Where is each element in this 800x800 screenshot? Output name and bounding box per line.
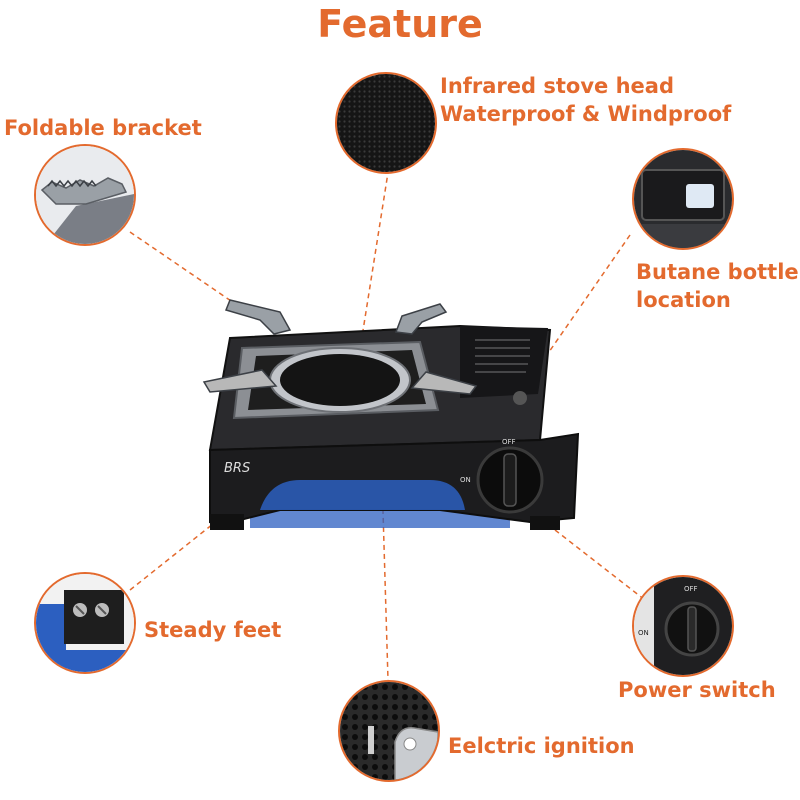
steady-feet-icon xyxy=(36,574,134,672)
feet-detail xyxy=(34,572,136,674)
bracket-front-left xyxy=(202,369,278,393)
infrared-head-detail xyxy=(335,72,437,174)
connector-power xyxy=(554,529,646,601)
label-plate xyxy=(460,326,548,398)
butane-compartment-icon xyxy=(634,150,732,248)
power-label: Power switch xyxy=(618,678,776,702)
page-title: Feature xyxy=(317,2,483,46)
bracket-label: Foldable bracket xyxy=(4,116,202,140)
infrared-burner xyxy=(280,354,400,406)
butane-window xyxy=(513,391,527,405)
stove-knob-off-text: OFF xyxy=(502,438,516,446)
bracket-icon xyxy=(36,146,134,244)
foot-left xyxy=(210,514,244,530)
bracket-detail xyxy=(34,144,136,246)
knob-on-text: ON xyxy=(638,629,649,637)
bracket-front-right xyxy=(410,371,478,395)
bracket-rear-left xyxy=(224,299,292,335)
infrared-mesh-icon xyxy=(337,74,435,172)
connector-feet xyxy=(129,519,219,591)
feet-label: Steady feet xyxy=(144,618,282,642)
stove-illustration: BRS OFF ON xyxy=(202,299,580,530)
butane-label: Butane bottle location xyxy=(636,260,799,312)
ignition-label: Eelctric ignition xyxy=(448,734,635,758)
ignition-detail xyxy=(338,680,440,782)
knob-icon: OFF ON xyxy=(634,577,732,675)
brand-logo: BRS xyxy=(224,461,250,476)
foot-right xyxy=(530,516,560,530)
butane-detail xyxy=(632,148,734,250)
stove-knob-on-text: ON xyxy=(460,476,471,484)
ignition-icon xyxy=(340,682,438,780)
knob-off-text: OFF xyxy=(684,585,698,593)
bracket-rear-right xyxy=(394,303,448,335)
power-switch-detail: OFF ON xyxy=(632,575,734,677)
infrared-label: Infrared stove head Waterproof & Windpro… xyxy=(440,74,732,126)
